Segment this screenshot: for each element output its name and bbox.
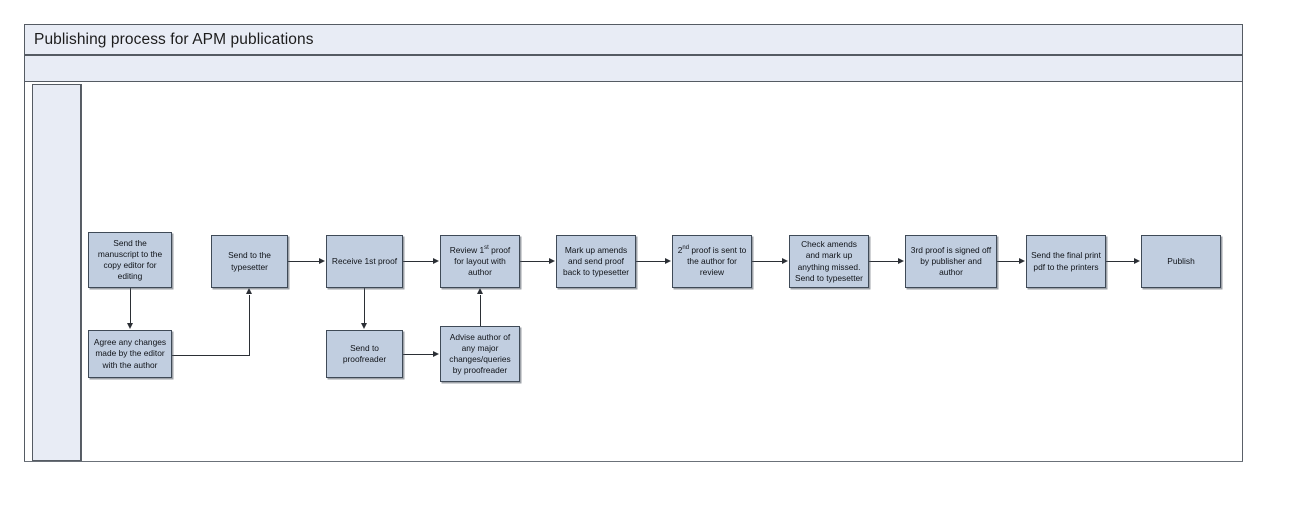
content-right-rule bbox=[1242, 82, 1243, 462]
connector-n7-n8 bbox=[520, 261, 549, 262]
node-label: Send the final print pdf to the printers bbox=[1031, 250, 1101, 272]
process-node-mark-up-amends[interactable]: Mark up amends and send proof back to ty… bbox=[556, 235, 636, 288]
diagram-subtitle-band bbox=[24, 55, 1243, 82]
node-label: Advise author of any major changes/queri… bbox=[449, 331, 511, 376]
diagram-title-band: Publishing process for APM publications bbox=[24, 24, 1243, 55]
arrowhead-n1-n2 bbox=[126, 323, 133, 329]
connector-n2-n3-vertical bbox=[249, 295, 250, 355]
process-node-receive-first-proof[interactable]: Receive 1st proof bbox=[326, 235, 403, 288]
process-node-agree-changes[interactable]: Agree any changes made by the editor wit… bbox=[88, 330, 172, 378]
arrowhead-n6-n7 bbox=[476, 288, 483, 294]
connector-n6-n7 bbox=[480, 295, 481, 326]
process-node-second-proof-to-author[interactable]: 2nd proof is sent to the author for revi… bbox=[672, 235, 752, 288]
arrowhead-n2-n3 bbox=[245, 288, 252, 294]
arrowhead-n10-n11 bbox=[898, 257, 904, 264]
node-label: Check amends and mark up anything missed… bbox=[795, 239, 863, 283]
arrowhead-n4-n7 bbox=[433, 257, 439, 264]
node-label: Agree any changes made by the editor wit… bbox=[93, 337, 167, 370]
connector-n5-n6 bbox=[403, 354, 433, 355]
node-label: Send to the typesetter bbox=[228, 250, 271, 272]
arrowhead-n9-n10 bbox=[782, 257, 788, 264]
content-bottom-rule bbox=[24, 461, 1243, 462]
connector-n4-n7 bbox=[403, 261, 433, 262]
arrowhead-n4-n5 bbox=[360, 323, 367, 329]
connector-n12-n13 bbox=[1106, 261, 1134, 262]
arrowhead-n7-n8 bbox=[549, 257, 555, 264]
swimlane-divider bbox=[81, 84, 82, 462]
process-node-advise-author[interactable]: Advise author of any major changes/queri… bbox=[440, 326, 520, 382]
arrowhead-n3-n4 bbox=[319, 257, 325, 264]
process-node-publish[interactable]: Publish bbox=[1141, 235, 1221, 288]
node-label: 3rd proof is signed off by publisher and… bbox=[910, 244, 992, 278]
node-label: Publish bbox=[1167, 255, 1195, 266]
arrowhead-n5-n6 bbox=[433, 350, 439, 357]
process-node-review-first-proof[interactable]: Review 1st proof for layout with author bbox=[440, 235, 520, 288]
connector-n2-n3-horizontal bbox=[172, 355, 250, 356]
process-node-send-manuscript[interactable]: Send the manuscript to the copy editor f… bbox=[88, 232, 172, 288]
arrowhead-n12-n13 bbox=[1134, 257, 1140, 264]
node-label: 2nd proof is sent to the author for revi… bbox=[677, 244, 747, 278]
node-label: Send to proofreader bbox=[342, 342, 387, 364]
process-node-send-to-typesetter[interactable]: Send to the typesetter bbox=[211, 235, 288, 288]
connector-n11-n12 bbox=[997, 261, 1019, 262]
connector-n4-n5 bbox=[364, 288, 365, 323]
node-label: Review 1st proof for layout with author bbox=[449, 244, 511, 278]
connector-n1-n2 bbox=[130, 288, 131, 323]
arrowhead-n8-n9 bbox=[665, 257, 671, 264]
process-node-check-amends[interactable]: Check amends and mark up anything missed… bbox=[789, 235, 869, 288]
node-label: Receive 1st proof bbox=[331, 255, 398, 266]
process-node-third-proof-signed-off[interactable]: 3rd proof is signed off by publisher and… bbox=[905, 235, 997, 288]
node-label: Mark up amends and send proof back to ty… bbox=[562, 244, 630, 278]
connector-n10-n11 bbox=[869, 261, 898, 262]
connector-n3-n4 bbox=[288, 261, 319, 262]
connector-n8-n9 bbox=[636, 261, 665, 262]
arrowhead-n11-n12 bbox=[1019, 257, 1025, 264]
process-node-send-final-pdf[interactable]: Send the final print pdf to the printers bbox=[1026, 235, 1106, 288]
page-title: Publishing process for APM publications bbox=[34, 30, 314, 48]
process-node-send-to-proofreader[interactable]: Send to proofreader bbox=[326, 330, 403, 378]
node-label: Send the manuscript to the copy editor f… bbox=[97, 237, 163, 282]
connector-n9-n10 bbox=[752, 261, 782, 262]
swimlane-column bbox=[32, 84, 81, 461]
